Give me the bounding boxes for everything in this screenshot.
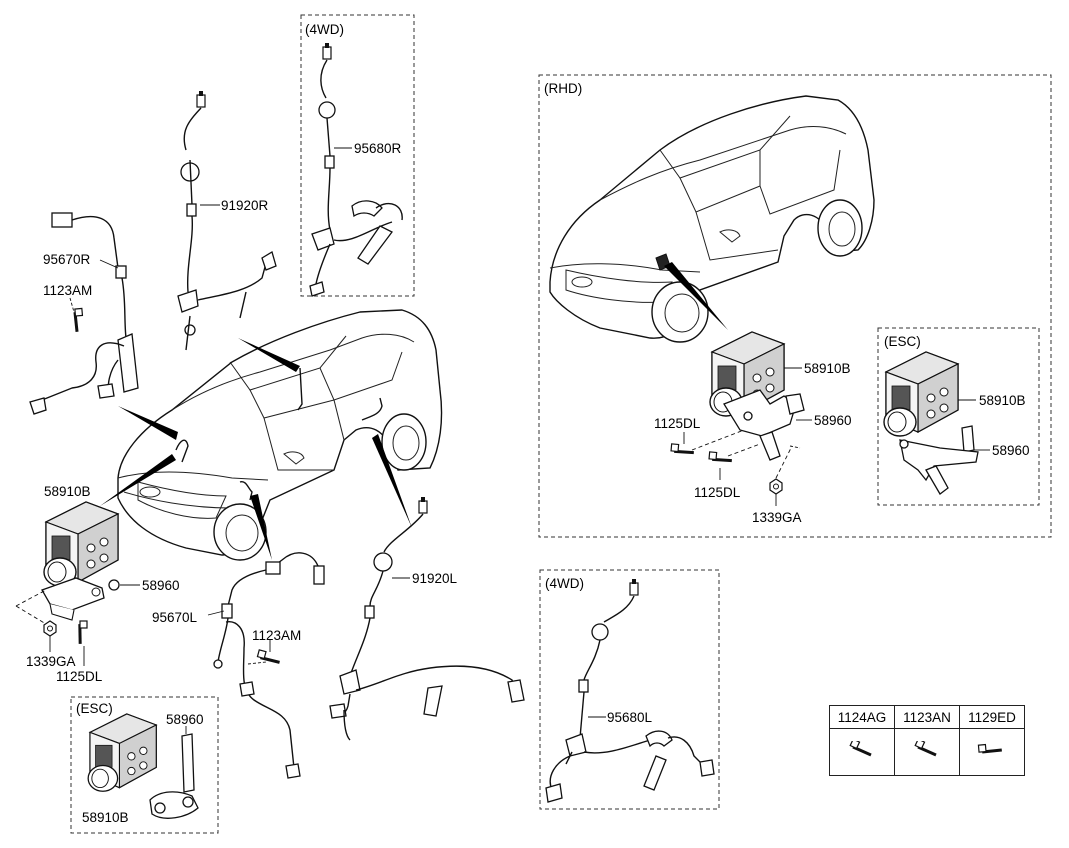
label-58960-esc-left: 58960 [166, 712, 204, 727]
legend-header-1124AG: 1124AG [829, 705, 895, 729]
nut-1339GA-rhd [769, 478, 783, 495]
bracket-58960-esc-right [899, 425, 979, 495]
bolt-1125DL-main [69, 616, 97, 646]
fastener-legend-table: 1124AG 1123AN 1129ED [829, 705, 1025, 776]
abs-module-58910B-main [43, 501, 119, 587]
legend-screw-1123AN [894, 728, 960, 776]
label-91920R: 91920R [221, 198, 269, 213]
box-rhd [538, 74, 1052, 538]
box-esc-left [70, 696, 219, 834]
box-rhd-label: (RHD) [544, 81, 582, 96]
harness-91920L [329, 496, 525, 741]
label-1123AM-bottom: 1123AM [252, 628, 301, 643]
label-58910B-esc-left: 58910B [82, 810, 129, 825]
box-esc-right-label: (ESC) [884, 334, 921, 349]
label-58910B-esc-right: 58910B [979, 393, 1026, 408]
pointer-91920L [372, 434, 412, 528]
screw-icon [848, 737, 873, 756]
label-58960-esc-right: 58960 [992, 443, 1030, 458]
pointer-95670L [250, 494, 272, 560]
bolt-1125DL-rhd-a [667, 436, 696, 462]
nut-1339GA-main [43, 620, 57, 637]
box-4wd-top-label: (4WD) [305, 22, 344, 37]
sensor-95680L [545, 578, 715, 803]
pointer-rhd [664, 262, 728, 330]
label-95680R: 95680R [354, 141, 402, 156]
vehicle-rhd-illustration [549, 95, 875, 343]
harness-91920R [177, 90, 277, 351]
label-95670R: 95670R [43, 252, 91, 267]
legend-screw-1129ED [959, 728, 1025, 776]
legend-header-1129ED: 1129ED [959, 705, 1025, 729]
label-58910B-rhd: 58910B [804, 361, 851, 376]
label-1339GA-rhd: 1339GA [752, 510, 802, 525]
bracket-58960-esc-left [149, 733, 199, 819]
abs-module-58910B-esc-left [87, 713, 157, 792]
pointer-58910B [100, 454, 176, 506]
label-1125DL-main: 1125DL [56, 669, 103, 684]
screw-icon [974, 734, 1004, 762]
box-esc-left-label: (ESC) [76, 701, 113, 716]
label-58960-rhd: 58960 [814, 413, 852, 428]
pointer-91920R [238, 338, 300, 372]
label-95670L: 95670L [152, 610, 198, 625]
box-esc-right [877, 327, 1040, 506]
sensor-95680R [309, 42, 403, 297]
label-1125DL-rhd-a: 1125DL [654, 416, 701, 431]
bolt-1125DL-rhd-b [705, 444, 734, 470]
box-4wd-bottom-label: (4WD) [545, 576, 584, 591]
abs-module-58910B-esc-right [883, 351, 959, 437]
label-95680L: 95680L [607, 710, 653, 725]
screw-icon [913, 737, 938, 756]
vehicle-main-illustration [117, 309, 443, 561]
label-1123AM-top: 1123AM [43, 283, 92, 298]
legend-header-1123AN: 1123AN [894, 705, 960, 729]
label-1339GA-main: 1339GA [26, 654, 76, 669]
label-91920L: 91920L [412, 571, 458, 586]
bolt-1123AM-top [65, 304, 93, 334]
pointer-95670R [118, 406, 178, 440]
label-58910B-main: 58910B [44, 484, 91, 499]
sensor-95670L [213, 552, 325, 779]
box-4wd-bottom [539, 569, 720, 810]
label-1125DL-rhd-b: 1125DL [694, 485, 741, 500]
bracket-58960-rhd [723, 389, 805, 461]
box-4wd-top [300, 14, 415, 297]
legend-screw-1124AG [829, 728, 895, 776]
sensor-95670R [29, 212, 139, 415]
label-58960-main: 58960 [142, 578, 180, 593]
